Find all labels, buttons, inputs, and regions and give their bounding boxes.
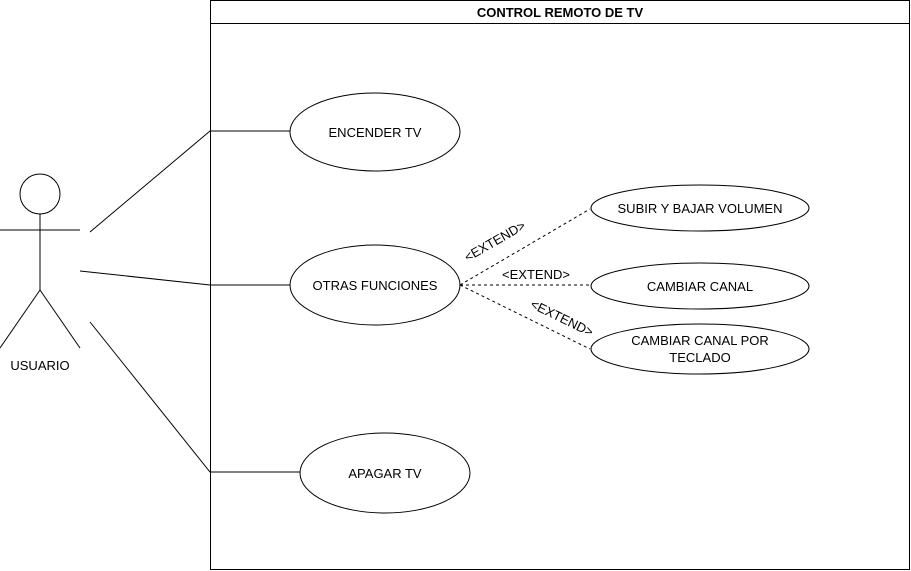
use-case-teclado-label-line2: TECLADO bbox=[669, 350, 730, 365]
use-case-encender-tv[interactable]: ENCENDER TV bbox=[289, 92, 461, 172]
actor-usuario: USUARIO bbox=[0, 173, 81, 373]
system-title: CONTROL REMOTO DE TV bbox=[477, 5, 644, 20]
actor-head bbox=[19, 173, 61, 215]
extend-line-teclado bbox=[459, 284, 591, 350]
use-case-encender-label: ENCENDER TV bbox=[329, 125, 422, 140]
use-case-volumen-label: SUBIR Y BAJAR VOLUMEN bbox=[618, 201, 783, 216]
use-case-otras-label: OTRAS FUNCIONES bbox=[313, 278, 438, 293]
use-case-subir-bajar-volumen[interactable]: SUBIR Y BAJAR VOLUMEN bbox=[590, 184, 810, 232]
association-otras bbox=[79, 270, 290, 286]
use-case-cambiar-canal[interactable]: CAMBIAR CANAL bbox=[590, 262, 810, 310]
extend-label-canal: <EXTEND> bbox=[502, 267, 570, 282]
use-case-apagar-tv[interactable]: APAGAR TV bbox=[299, 432, 471, 514]
use-case-apagar-label: APAGAR TV bbox=[348, 466, 422, 481]
association-encender bbox=[89, 130, 290, 233]
use-case-teclado-label-line1: CAMBIAR CANAL POR bbox=[631, 333, 769, 348]
use-case-otras-funciones[interactable]: OTRAS FUNCIONES bbox=[289, 244, 461, 326]
extend-line-volumen bbox=[459, 208, 591, 286]
use-case-canal-label: CAMBIAR CANAL bbox=[647, 279, 753, 294]
actor-right-leg bbox=[39, 289, 81, 349]
association-apagar bbox=[89, 321, 300, 473]
actor-label: USUARIO bbox=[10, 358, 69, 373]
use-case-cambiar-canal-teclado[interactable]: CAMBIAR CANAL POR TECLADO bbox=[590, 323, 810, 375]
actor-left-leg bbox=[0, 289, 41, 349]
